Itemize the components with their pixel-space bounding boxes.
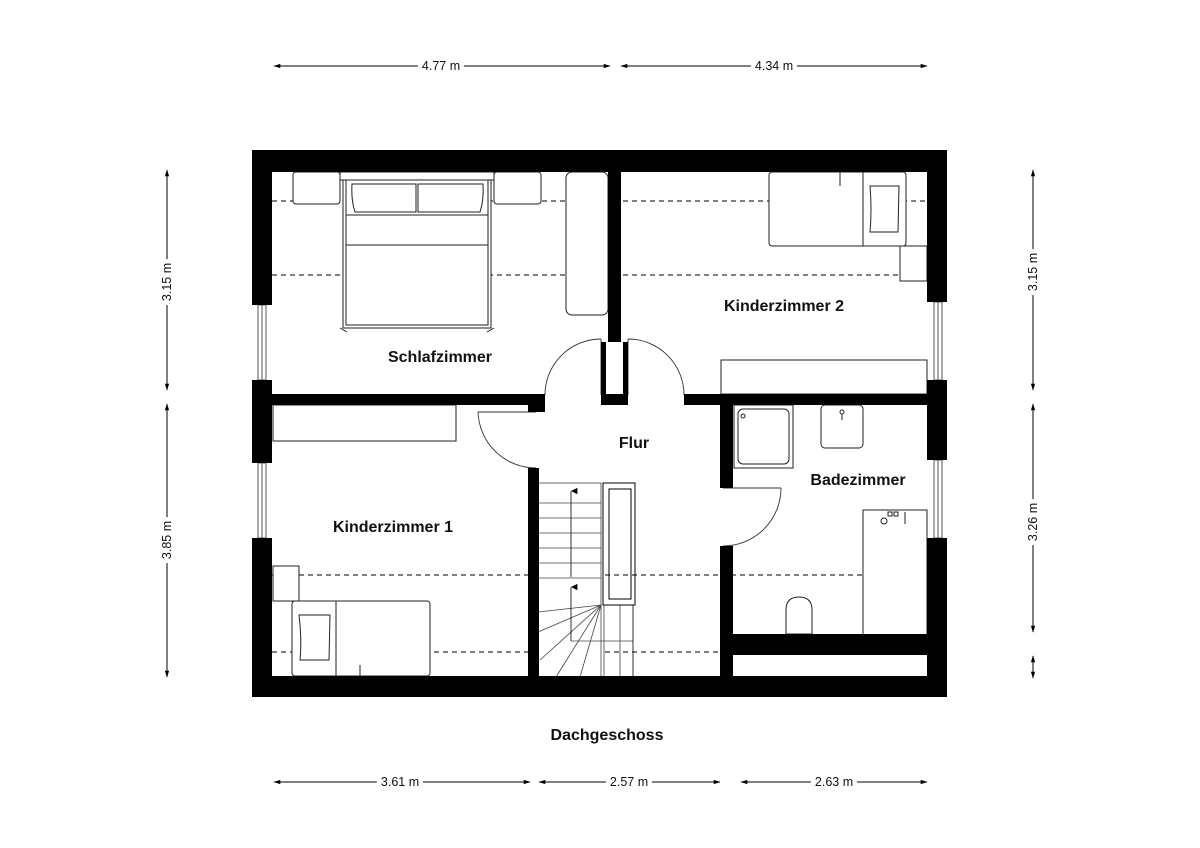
room-label-flur: Flur xyxy=(618,435,650,452)
furniture xyxy=(272,171,928,677)
room-label-schlafzimmer: Schlafzimmer xyxy=(387,349,493,366)
shelf-kinderzimmer1 xyxy=(272,404,457,442)
dimension-top-right: 4.34 m xyxy=(750,59,798,73)
shower-tray xyxy=(733,404,794,469)
bathtub xyxy=(862,509,928,636)
dimension-bottom-right: 2.63 m xyxy=(810,775,858,789)
room-label-kinderzimmer2: Kinderzimmer 2 xyxy=(723,298,845,315)
walls xyxy=(252,150,947,697)
dimension-right-bottom: 3.26 m xyxy=(1026,498,1040,546)
nightstand-left xyxy=(292,171,341,205)
room-label-badezimmer: Badezimmer xyxy=(810,472,906,489)
dimension-bottom-left: 3.61 m xyxy=(376,775,424,789)
nightstand-right xyxy=(493,171,542,205)
cabinet-kinderzimmer2 xyxy=(720,359,928,395)
room-label-kinderzimmer1: Kinderzimmer 1 xyxy=(332,519,454,536)
bed-headboard xyxy=(339,171,495,181)
dimension-top-left: 4.77 m xyxy=(417,59,465,73)
dimension-left-top: 3.15 m xyxy=(160,258,174,306)
side-table-kinderzimmer1 xyxy=(272,565,300,602)
dimension-right-top: 3.15 m xyxy=(1026,248,1040,296)
dimension-left-bottom: 3.85 m xyxy=(160,516,174,564)
staircase xyxy=(537,482,636,678)
floor-title: Dachgeschoss xyxy=(550,727,664,744)
wardrobe-schlafzimmer xyxy=(565,171,609,316)
dimension-bottom-middle: 2.57 m xyxy=(605,775,653,789)
washbasin xyxy=(820,404,864,449)
toilet xyxy=(785,596,813,635)
side-table-kinderzimmer2 xyxy=(899,245,928,282)
